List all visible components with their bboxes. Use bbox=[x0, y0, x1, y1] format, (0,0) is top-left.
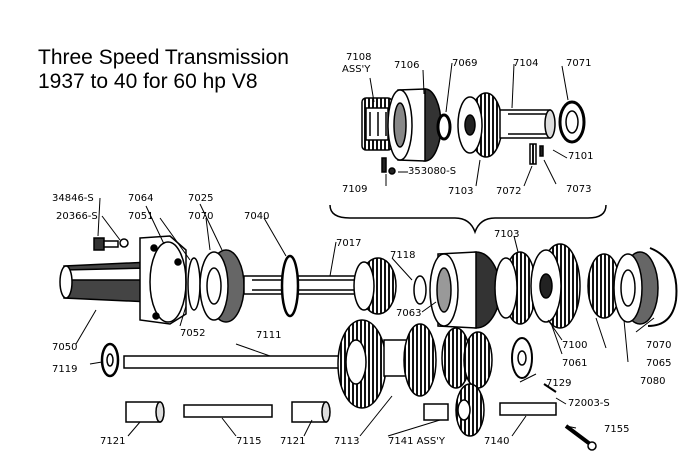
lower-leader-lines bbox=[89, 343, 577, 437]
label-7141-assy: 7141 ASS'Y bbox=[388, 436, 446, 447]
clutch-sleeve-7106 bbox=[387, 88, 442, 162]
cluster-gear-7113 bbox=[337, 319, 493, 409]
label-20366-S: 20366-S bbox=[56, 211, 98, 222]
label-353080-S: 353080-S bbox=[408, 166, 457, 177]
sleeve-7104 bbox=[499, 109, 556, 139]
snap-ring-7070 bbox=[647, 247, 678, 327]
label-7071: 7071 bbox=[566, 58, 592, 69]
label-7025: 7025 bbox=[188, 193, 214, 204]
label-34846-S: 34846-S bbox=[52, 193, 94, 204]
extension-housing-7050 bbox=[59, 235, 187, 325]
hub-7063 bbox=[413, 251, 501, 329]
label-7101: 7101 bbox=[568, 151, 594, 162]
label-7051: 7051 bbox=[128, 211, 154, 222]
screw-7109 bbox=[381, 157, 387, 173]
label-7017: 7017 bbox=[336, 238, 362, 249]
roller-7121-right bbox=[291, 401, 331, 423]
diagram-title-line1: Three Speed Transmission bbox=[38, 46, 289, 69]
pin-7073 bbox=[539, 145, 544, 157]
reverse-idler-7141 bbox=[423, 383, 485, 437]
spring-7072 bbox=[529, 143, 537, 165]
label-7100: 7100 bbox=[562, 340, 588, 351]
diagram-title-line2: 1937 to 40 for 60 hp V8 bbox=[38, 70, 258, 93]
label-7070-left: 7070 bbox=[188, 211, 214, 222]
label-7064: 7064 bbox=[128, 193, 154, 204]
label-72003-S: 72003-S bbox=[568, 398, 610, 409]
washer-7119 bbox=[100, 342, 120, 378]
washer-7129 bbox=[511, 337, 533, 379]
seal-7051 bbox=[187, 257, 201, 311]
bearing-7025 bbox=[199, 249, 245, 323]
label-7040: 7040 bbox=[244, 211, 270, 222]
pin-72003 bbox=[543, 383, 557, 393]
main-row bbox=[59, 235, 678, 329]
label-7113: 7113 bbox=[334, 436, 360, 447]
label-7108: 7108 bbox=[346, 52, 372, 63]
label-7106: 7106 bbox=[394, 60, 420, 71]
label-7072: 7072 bbox=[496, 186, 522, 197]
gear-7100 bbox=[530, 243, 581, 329]
lock-pin-7155 bbox=[564, 424, 597, 451]
label-7052: 7052 bbox=[180, 328, 206, 339]
assembly-brace bbox=[329, 204, 607, 235]
spacer-7115 bbox=[183, 404, 273, 418]
label-7103-lower: 7103 bbox=[494, 229, 520, 240]
label-7050: 7050 bbox=[52, 342, 78, 353]
mainshaft-7017 bbox=[243, 254, 365, 318]
label-7121-left: 7121 bbox=[100, 436, 126, 447]
label-7111: 7111 bbox=[256, 330, 282, 341]
bolt-34846 bbox=[93, 237, 119, 251]
label-7080: 7080 bbox=[640, 376, 666, 387]
input-gear-7080 bbox=[587, 251, 659, 325]
label-7073: 7073 bbox=[566, 184, 592, 195]
label-7063: 7063 bbox=[396, 308, 422, 319]
label-7070-right: 7070 bbox=[646, 340, 672, 351]
label-7061: 7061 bbox=[562, 358, 588, 369]
label-7155: 7155 bbox=[604, 424, 630, 435]
label-7104: 7104 bbox=[513, 58, 539, 69]
label-7065: 7065 bbox=[646, 358, 672, 369]
gear-7118 bbox=[353, 257, 397, 315]
label-7140: 7140 bbox=[484, 436, 510, 447]
gear-7103-inset bbox=[457, 92, 503, 158]
label-7129: 7129 bbox=[546, 378, 572, 389]
label-7069: 7069 bbox=[452, 58, 478, 69]
lower-row bbox=[100, 319, 597, 451]
label-7119: 7119 bbox=[52, 364, 78, 375]
label-7118: 7118 bbox=[390, 250, 416, 261]
idler-shaft-7140 bbox=[499, 402, 557, 416]
upper-leader-lines bbox=[369, 62, 569, 187]
label-7103-upper: 7103 bbox=[448, 186, 474, 197]
roller-7121-left bbox=[125, 401, 165, 423]
washer-20366 bbox=[119, 238, 129, 248]
label-7109: 7109 bbox=[342, 184, 368, 195]
main-leader-lines bbox=[75, 197, 655, 363]
washer-7071 bbox=[558, 100, 586, 144]
label-7115: 7115 bbox=[236, 436, 262, 447]
label-7108-assy: ASS'Y bbox=[342, 64, 371, 75]
gear-7103-main bbox=[494, 251, 537, 325]
ring-7069 bbox=[436, 113, 452, 141]
ball-353080 bbox=[388, 167, 396, 175]
label-7121-right: 7121 bbox=[280, 436, 306, 447]
inset-assembly bbox=[361, 88, 586, 175]
countershaft-7111 bbox=[123, 355, 363, 369]
